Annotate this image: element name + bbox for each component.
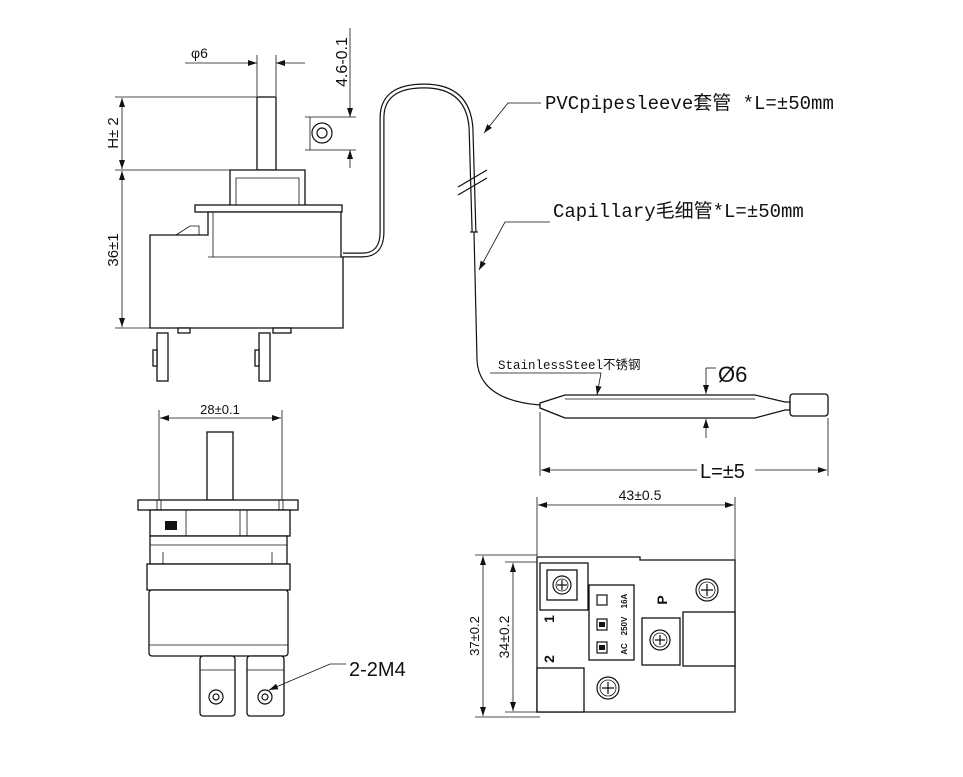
shaft-height-label: H± 2 <box>105 117 122 149</box>
terminal-hole-right <box>257 689 273 705</box>
rating-voltage: 250V <box>620 616 629 635</box>
terminal-right <box>258 332 271 382</box>
body-height-label: 36±1 <box>105 233 122 266</box>
bulb-length-label-bg <box>697 460 755 480</box>
mounting-hole-inner <box>316 127 328 139</box>
screw-terminal-p-block <box>641 617 681 666</box>
terminal-screw-leader <box>268 663 346 691</box>
screw-terminal-1-screw <box>552 575 572 595</box>
rating-symbol-1 <box>596 594 608 606</box>
terminal-hole-left-inner <box>212 693 220 701</box>
bulb-material-label: StainlessSteel不锈钢 <box>498 357 641 373</box>
pvc-sleeve-label: PVCpipesleeve套管 *L=±50mm <box>545 92 834 115</box>
mounting-flange <box>194 204 343 213</box>
body-side-tab <box>175 225 200 236</box>
bulb-length-label: L=±5 <box>700 461 745 483</box>
capillary-leader <box>478 221 550 271</box>
bottom-foot-right <box>272 327 292 334</box>
rating-symbol-2 <box>596 618 608 631</box>
pvc-sleeve-inner <box>343 84 476 257</box>
front-body-top <box>149 535 288 565</box>
screw-terminal-1-cross <box>557 580 567 590</box>
screw-terminal-p-screw <box>649 629 671 651</box>
body-housing <box>149 211 344 329</box>
pvc-sleeve-outer <box>343 83 477 258</box>
outer-width-label: 37±0.2 <box>467 616 482 656</box>
terminal-2-label: 2 <box>541 655 557 663</box>
sensing-bulb <box>539 394 791 419</box>
bulb-diameter-label: Ø6 <box>718 362 747 387</box>
front-terminal-right <box>246 655 285 717</box>
mounting-screw-top-right-inner <box>698 581 716 599</box>
terminal-p-label: P <box>654 595 670 604</box>
front-body-band <box>146 563 291 591</box>
mounting-screw-bottom-inner <box>599 679 617 697</box>
capillary-outlet-boss <box>682 611 736 667</box>
bottom-corner-block <box>536 667 585 713</box>
pvc-leader <box>483 102 541 134</box>
terminal-left <box>156 332 169 382</box>
terminal-left-tab <box>152 349 158 367</box>
rating-symbol-2-inner <box>599 622 605 627</box>
terminal-1-label: 1 <box>541 615 557 623</box>
terminal-right-tab <box>254 349 260 367</box>
shaft-holder-cap <box>229 169 306 205</box>
shaft-holder-inner <box>235 177 300 205</box>
screw-terminal-p-screw-inner <box>652 632 668 648</box>
capillary-assembly: PVCpipesleeve套管 *L=±50mm Capillary毛细管*L=… <box>343 83 834 483</box>
bottom-foot-left <box>177 327 191 334</box>
reset-button <box>165 521 177 530</box>
front-flange <box>137 499 299 511</box>
bulb-material-leader <box>490 372 602 396</box>
mounting-screw-top-right-cross <box>701 584 713 596</box>
hole-dim-label: 4.6-0.1 <box>334 37 351 87</box>
rating-symbol-3-inner <box>599 645 605 650</box>
front-width-label: 28±0.1 <box>200 402 240 417</box>
bottom-length-label: 43±0.5 <box>619 487 662 503</box>
bottom-view: 43±0.5 37±0.2 34±0.2 AC 250V 16A <box>467 487 736 718</box>
rating-current: 16A <box>620 593 629 608</box>
mounting-screw-bottom-cross <box>602 682 614 694</box>
terminal-hole-right-inner <box>261 693 269 701</box>
front-terminal-left <box>199 655 236 717</box>
shaft <box>256 96 277 171</box>
mounting-hole-outer <box>311 122 333 144</box>
front-body-lower <box>148 589 289 657</box>
inner-width-label: 34±0.2 <box>496 615 512 658</box>
terminal-screw-label: 2-2M4 <box>349 659 406 681</box>
break-mark-1 <box>457 169 488 188</box>
screw-terminal-p-cross <box>655 635 665 645</box>
mounting-screw-bottom <box>596 676 620 700</box>
side-view: φ6 4.6-0.1 H± 2 36±1 <box>105 28 356 382</box>
capillary-label: Capillary毛细管*L=±50mm <box>553 200 804 223</box>
rating-symbol-3 <box>596 641 608 654</box>
break-mark-2 <box>457 177 488 196</box>
mounting-screw-top-right <box>695 578 719 602</box>
screw-terminal-1-screw-inner <box>555 578 569 592</box>
shaft-dia-label: φ6 <box>191 45 208 61</box>
front-shaft <box>206 431 234 501</box>
front-view: 28±0.1 2-2M4 <box>137 402 406 717</box>
terminal-hole-left <box>208 689 224 705</box>
bulb-tip <box>789 393 829 417</box>
capillary-tube <box>473 231 541 406</box>
rating-voltage-type: AC <box>620 643 629 655</box>
